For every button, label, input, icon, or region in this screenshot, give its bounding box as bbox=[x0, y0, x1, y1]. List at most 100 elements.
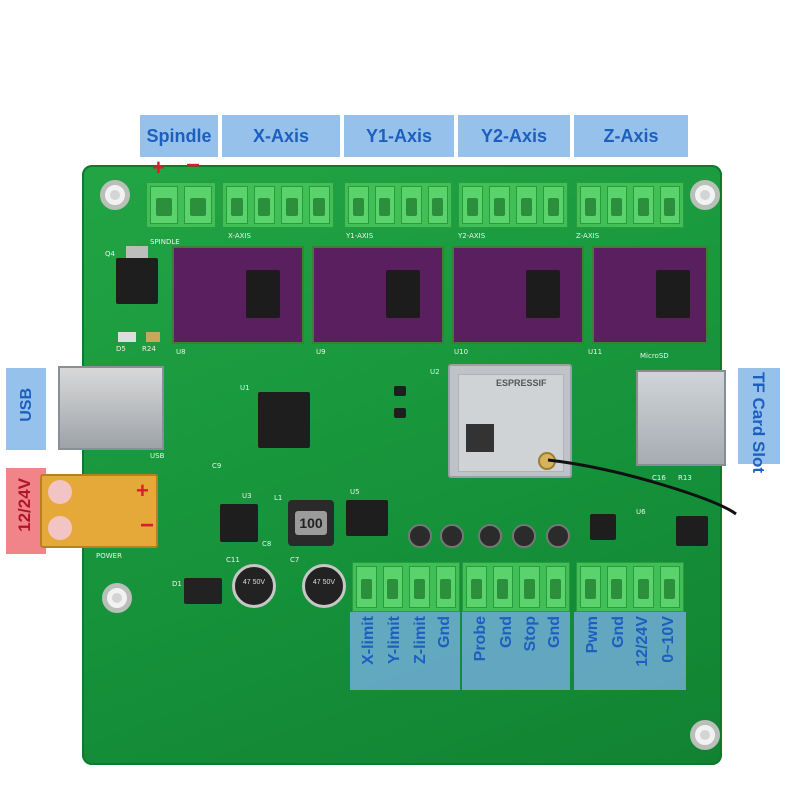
cap-value-text: 47 50V bbox=[312, 579, 336, 586]
label-power: 12/24V bbox=[6, 468, 46, 554]
terminal-slot bbox=[226, 186, 248, 224]
terminal-slot bbox=[308, 186, 330, 224]
label-pwm: Pwm Gnd 12/24V 0~10V bbox=[574, 612, 686, 690]
capacitor-c18 bbox=[440, 524, 464, 548]
mounting-hole-bottom-right bbox=[690, 720, 720, 750]
terminal-slot bbox=[606, 566, 627, 608]
terminal-slot bbox=[462, 186, 483, 224]
terminal-z-axis bbox=[576, 182, 684, 228]
mounting-hole-bottom-left bbox=[102, 583, 132, 613]
terminal-slot bbox=[348, 186, 369, 224]
pin-gnd-1: Gnd bbox=[436, 616, 453, 648]
transistor-q1 bbox=[394, 386, 406, 396]
power-plus-sign: + bbox=[136, 478, 149, 503]
spindle-plus-sign: + bbox=[152, 155, 165, 180]
terminal-slot bbox=[356, 566, 377, 608]
pin-gnd-3: Gnd bbox=[546, 616, 563, 648]
silk-d5: D5 bbox=[116, 345, 126, 353]
esp32-qr-code bbox=[466, 424, 494, 452]
terminal-spindle bbox=[146, 182, 216, 228]
pin-12-24v: 12/24V bbox=[634, 616, 651, 667]
power-screw-top bbox=[48, 480, 72, 504]
silk-u6: U6 bbox=[636, 508, 646, 516]
silk-c11: C11 bbox=[226, 556, 240, 564]
terminal-slot bbox=[253, 186, 275, 224]
terminal-slot bbox=[382, 566, 403, 608]
terminal-slot bbox=[466, 566, 487, 608]
pin-gnd-2: Gnd bbox=[498, 616, 515, 648]
regulator-u5 bbox=[346, 500, 388, 536]
silk-u9: U9 bbox=[316, 348, 326, 356]
stepper-driver-y1 bbox=[312, 246, 444, 344]
esp32-brand-text: ESPRESSIF bbox=[496, 378, 547, 388]
driver-chip bbox=[246, 270, 280, 318]
terminal-slot bbox=[659, 566, 680, 608]
silk-u11: U11 bbox=[588, 348, 603, 356]
power-screw-bottom bbox=[48, 516, 72, 540]
stepper-driver-x bbox=[172, 246, 304, 344]
stepper-driver-y2 bbox=[452, 246, 584, 344]
resistor-r24 bbox=[146, 332, 160, 342]
terminal-slot bbox=[543, 186, 564, 224]
label-usb-text: USB bbox=[18, 388, 35, 422]
terminal-slot bbox=[516, 186, 537, 224]
led-d5 bbox=[118, 332, 136, 342]
terminal-slot bbox=[435, 566, 456, 608]
label-y1-axis: Y1-Axis bbox=[344, 115, 454, 157]
silk-y1-axis: Y1-AXIS bbox=[346, 232, 374, 240]
terminal-slot bbox=[580, 566, 601, 608]
silk-r13: R13 bbox=[678, 474, 692, 482]
silk-c9: C9 bbox=[212, 462, 222, 470]
power-minus-sign: − bbox=[140, 512, 155, 539]
terminal-slot bbox=[606, 186, 627, 224]
spindle-minus-sign: − bbox=[186, 152, 201, 179]
terminal-slot bbox=[633, 566, 654, 608]
transistor-q2 bbox=[394, 408, 406, 418]
silk-u8: U8 bbox=[176, 348, 186, 356]
inductor-value: 100 bbox=[295, 511, 327, 535]
silk-usb: USB bbox=[150, 452, 165, 460]
pin-pwm: Pwm bbox=[584, 616, 601, 654]
ic-u3 bbox=[220, 504, 258, 542]
ic-u7 bbox=[676, 516, 708, 546]
capacitor-c21 bbox=[546, 524, 570, 548]
terminal-x-axis bbox=[222, 182, 334, 228]
silk-u1: U1 bbox=[240, 384, 250, 392]
terminal-slot bbox=[409, 566, 430, 608]
silk-u2: U2 bbox=[430, 368, 440, 376]
terminal-slot bbox=[184, 186, 212, 224]
ic-u1 bbox=[258, 392, 310, 448]
terminal-slot bbox=[545, 566, 566, 608]
silk-u10: U10 bbox=[454, 348, 469, 356]
silk-u3: U3 bbox=[242, 492, 252, 500]
terminal-slot bbox=[150, 186, 178, 224]
mounting-hole-top-left bbox=[100, 180, 130, 210]
silk-x-axis: X-AXIS bbox=[228, 232, 251, 240]
terminal-y1-axis bbox=[344, 182, 452, 228]
terminal-slot bbox=[374, 186, 395, 224]
label-tf-card-text: TF Card Slot bbox=[749, 372, 768, 474]
silk-q4: Q4 bbox=[105, 250, 115, 258]
ic-u6 bbox=[590, 514, 616, 540]
silk-spindle: SPINDLE bbox=[150, 238, 180, 246]
silk-z-axis: Z-AXIS bbox=[576, 232, 600, 240]
pin-x-limit: X-limit bbox=[360, 616, 377, 665]
silk-c7: C7 bbox=[290, 556, 300, 564]
label-y2-axis: Y2-Axis bbox=[458, 115, 570, 157]
terminal-slot bbox=[401, 186, 422, 224]
silk-c8: C8 bbox=[262, 540, 272, 548]
silk-d1: D1 bbox=[172, 580, 182, 588]
silk-c16: C16 bbox=[652, 474, 666, 482]
terminal-probe bbox=[462, 562, 570, 612]
pin-z-limit: Z-limit bbox=[412, 616, 429, 664]
pin-0-10v: 0~10V bbox=[660, 616, 677, 663]
capacitor-c20 bbox=[512, 524, 536, 548]
label-z-axis: Z-Axis bbox=[574, 115, 688, 157]
silk-y2-axis: Y2-AXIS bbox=[458, 232, 486, 240]
mounting-hole-top-right bbox=[690, 180, 720, 210]
pin-y-limit: Y-limit bbox=[386, 616, 403, 665]
terminal-pwm bbox=[576, 562, 684, 612]
label-power-text: 12/24V bbox=[15, 478, 34, 532]
capacitor-c7: 47 50V bbox=[302, 564, 346, 608]
silk-power: POWER bbox=[96, 552, 122, 560]
